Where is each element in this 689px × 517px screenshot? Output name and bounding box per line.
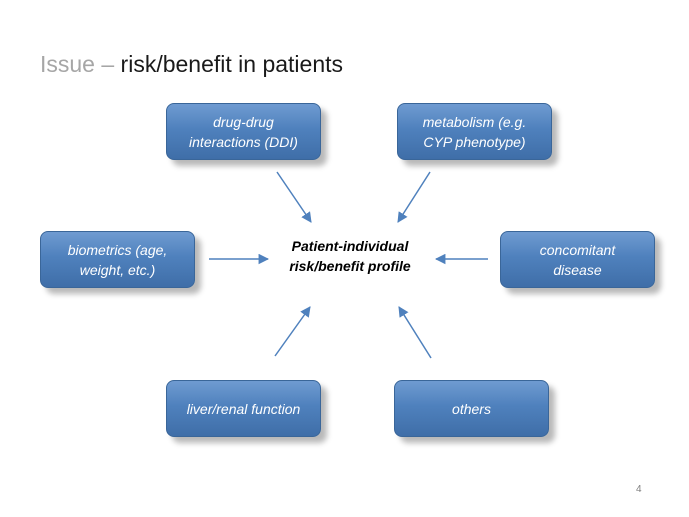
- arrow-liver: [274, 306, 311, 357]
- arrow-ddi: [276, 171, 312, 223]
- center-label: Patient-individual risk/benefit profile: [265, 236, 435, 276]
- node-metabolism: metabolism (e.g. CYP phenotype): [397, 103, 552, 160]
- node-ddi-line2: interactions (DDI): [189, 133, 298, 150]
- node-concomitant-disease: concomitant disease: [500, 231, 655, 288]
- node-biometrics-line1: biometrics (age,: [67, 241, 168, 258]
- page-number: 4: [636, 484, 642, 495]
- title-main: risk/benefit in patients: [120, 51, 343, 77]
- node-others-label: others: [452, 400, 491, 417]
- center-label-line1: Patient-individual: [291, 238, 409, 254]
- node-liver-renal-function: liver/renal function: [166, 380, 321, 437]
- arrow-metabolism: [397, 171, 431, 223]
- node-others: others: [394, 380, 549, 437]
- node-disease-line1: concomitant: [539, 241, 616, 258]
- node-metabolism-line2: CYP phenotype): [423, 133, 526, 150]
- node-metabolism-line1: metabolism (e.g.: [422, 113, 527, 130]
- center-label-line2: risk/benefit profile: [289, 258, 411, 274]
- node-biometrics-line2: weight, etc.): [79, 261, 156, 278]
- node-drug-drug-interactions: drug-drug interactions (DDI): [166, 103, 321, 160]
- node-liver-label: liver/renal function: [186, 400, 301, 417]
- node-biometrics: biometrics (age, weight, etc.): [40, 231, 195, 288]
- node-disease-line2: disease: [553, 261, 602, 278]
- title-prefix: Issue –: [40, 51, 121, 77]
- node-ddi-line1: drug-drug: [213, 113, 274, 130]
- slide-title: Issue – risk/benefit in patients: [40, 48, 343, 80]
- arrow-others: [398, 306, 432, 359]
